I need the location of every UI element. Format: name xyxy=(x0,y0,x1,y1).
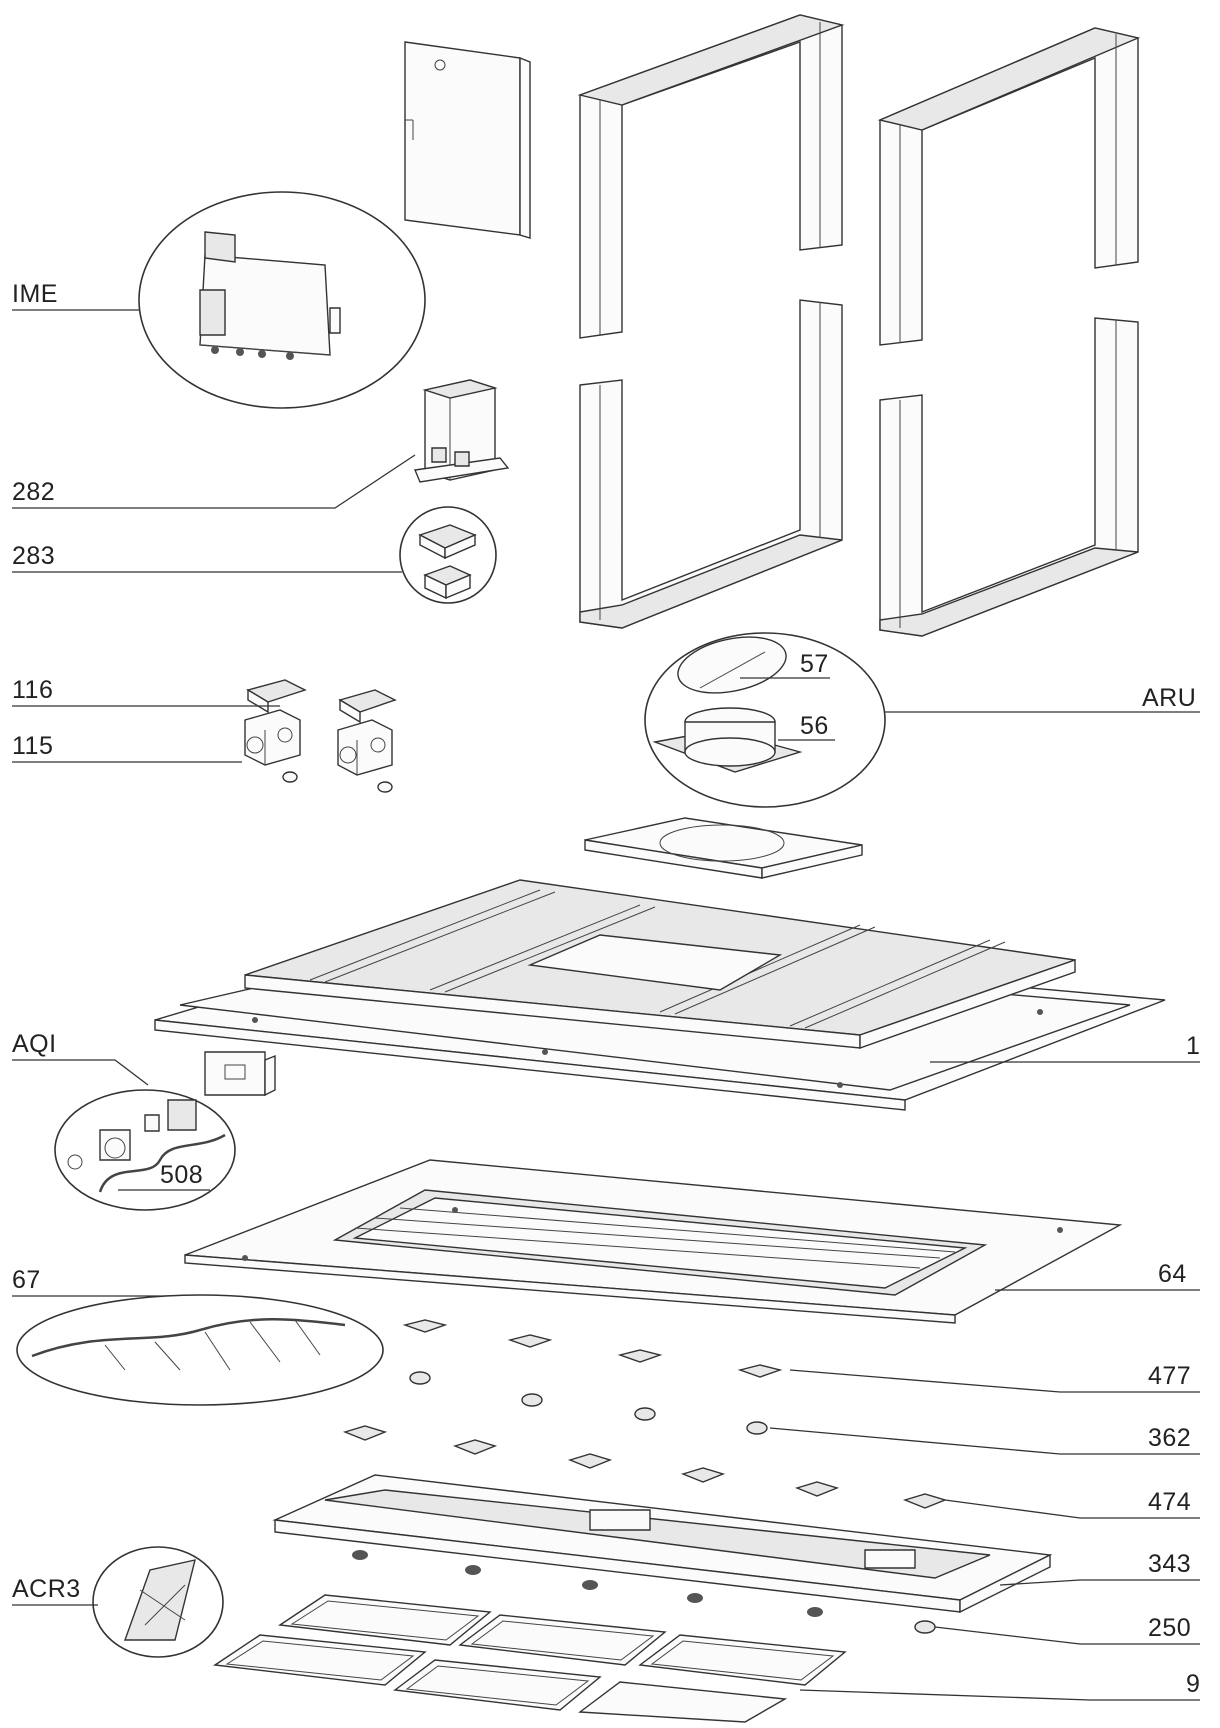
aru-detail-bubble xyxy=(645,628,885,807)
collar-plate xyxy=(585,818,862,878)
part-362-row xyxy=(410,1372,767,1434)
label-9: 9 xyxy=(1186,1670,1201,1698)
part-1-main-housing xyxy=(155,880,1165,1110)
label-362: 362 xyxy=(1148,1424,1192,1452)
part-115-116-set-left xyxy=(245,680,305,782)
label-508: 508 xyxy=(160,1161,204,1189)
label-477: 477 xyxy=(1148,1362,1192,1390)
label-67: 67 xyxy=(12,1266,41,1294)
label-1: 1 xyxy=(1186,1032,1201,1060)
ime-detail-bubble xyxy=(139,192,425,408)
leader-282 xyxy=(12,455,415,508)
leader-250 xyxy=(935,1627,1200,1644)
leader-474 xyxy=(945,1500,1200,1518)
label-64: 64 xyxy=(1158,1260,1187,1288)
part-115-116-set-right xyxy=(338,690,395,792)
part-282-transformer xyxy=(415,380,508,482)
part-283-switch-bubble xyxy=(400,507,496,603)
part-343-tray xyxy=(275,1475,1050,1612)
part-477-row xyxy=(405,1320,780,1377)
upper-frame-left xyxy=(580,15,842,338)
label-282: 282 xyxy=(12,478,56,506)
leader-477 xyxy=(790,1370,1200,1392)
leader-343 xyxy=(1000,1580,1200,1585)
label-474: 474 xyxy=(1148,1488,1192,1516)
part-64-panel xyxy=(185,1160,1120,1323)
part-9-filters xyxy=(215,1595,845,1722)
part-250-row xyxy=(352,1550,935,1633)
aqi-detail-bubble xyxy=(55,1090,235,1210)
leader-362 xyxy=(770,1428,1200,1454)
label-57: 57 xyxy=(800,650,829,678)
upper-frame-right xyxy=(880,28,1138,345)
label-aqi: AQI xyxy=(12,1030,57,1058)
label-116: 116 xyxy=(12,676,54,704)
leader-aqi xyxy=(12,1060,148,1085)
label-283: 283 xyxy=(12,542,56,570)
part-acr3-remote-bubble xyxy=(93,1547,223,1657)
aqi-bracket xyxy=(205,1052,275,1095)
lower-frame-left xyxy=(580,300,842,628)
part-67-cable-bubble xyxy=(17,1295,383,1405)
label-ime: IME xyxy=(12,280,58,308)
label-343: 343 xyxy=(1148,1550,1192,1578)
label-56: 56 xyxy=(800,712,829,740)
label-250: 250 xyxy=(1148,1614,1192,1642)
leader-9 xyxy=(800,1690,1200,1700)
label-aru: ARU xyxy=(1142,684,1197,712)
part-474-row xyxy=(345,1426,945,1508)
control-box-cover xyxy=(405,42,530,238)
label-115: 115 xyxy=(12,732,54,760)
label-acr3: ACR3 xyxy=(12,1575,81,1603)
lower-frame-right xyxy=(880,318,1138,636)
